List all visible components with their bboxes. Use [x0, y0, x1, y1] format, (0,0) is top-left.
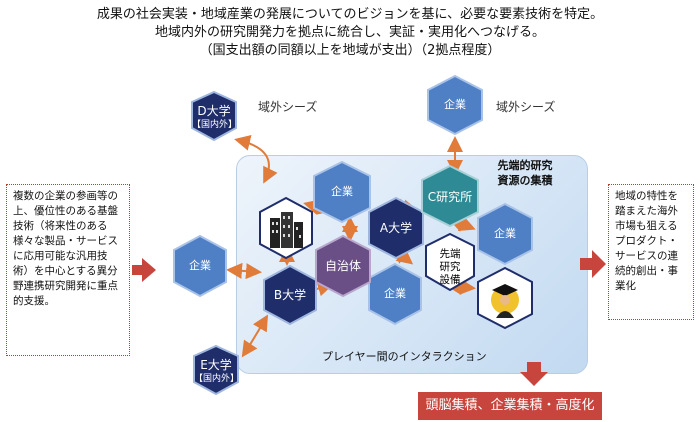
left-arrow	[132, 258, 156, 282]
univ-e-name: E大学	[200, 358, 232, 372]
company-left-label: 企業	[189, 259, 211, 272]
univ-d-label: D大学 【国内外】	[192, 104, 238, 132]
univ-e-label: E大学 【国内外】	[194, 358, 240, 386]
univ-d-sub: 【国内外】	[192, 120, 238, 130]
lead-resources-label: 先端的研究 資源の集積	[497, 159, 553, 187]
company-right-label: 企業	[494, 227, 516, 240]
univ-b-label: B大学	[273, 288, 307, 302]
building-icon	[270, 212, 303, 248]
header-line-1: 成果の社会実装・地域産業の発展についてのビジョンを基に、必要な要素技術を特定。	[96, 7, 604, 22]
lab-c-label: C研究所	[427, 190, 473, 204]
down-arrow	[520, 362, 548, 386]
hex-company-left	[173, 234, 227, 298]
univ-d-name: D大学	[197, 104, 231, 118]
hex-univ-e	[193, 344, 239, 396]
hex-lab-c	[421, 164, 479, 228]
hex-municipality	[315, 234, 371, 298]
graduate-icon	[491, 284, 519, 318]
header-line-2: 地域内外の研究開発力を拠点に統合し、実証・実用化へつなげる。	[154, 25, 545, 40]
seeds-left-label: 域外シーズ	[258, 100, 318, 114]
interaction-label: プレイヤー間のインタラクション	[322, 350, 487, 363]
univ-e-sub: 【国内外】	[194, 374, 240, 384]
hex-facility	[425, 232, 475, 292]
company-top-label: 企業	[444, 98, 466, 111]
left-description-box: 複数の企業の参画等の上、優位性のある基盤技術（将来性のある様々な製品・サービスに…	[6, 184, 130, 356]
municipality-label: 自治体	[324, 259, 361, 273]
seeds-right-label: 域外シーズ	[496, 100, 556, 114]
hex-company-cluster-top	[313, 160, 371, 224]
header-line-3: （国支出額の同額以上を地域が支出）（2拠点程度）	[199, 43, 501, 58]
right-arrow	[580, 250, 606, 278]
company-cluster-top-label: 企業	[331, 185, 353, 198]
hex-company-top	[427, 74, 483, 136]
facility-label: 先端 研究 設備	[439, 248, 461, 286]
hex-univ-d	[191, 90, 237, 142]
right-description-box: 地域の特性を踏まえた海外市場も狙えるプロダクト・サービスの連続的創出・事業化	[608, 184, 694, 320]
univ-a-label: A大学	[379, 221, 413, 235]
hex-company-right	[477, 202, 533, 266]
bottom-result-box: 頭脳集積、企業集積・高度化	[418, 392, 602, 420]
company-bottom-label: 企業	[384, 287, 406, 300]
